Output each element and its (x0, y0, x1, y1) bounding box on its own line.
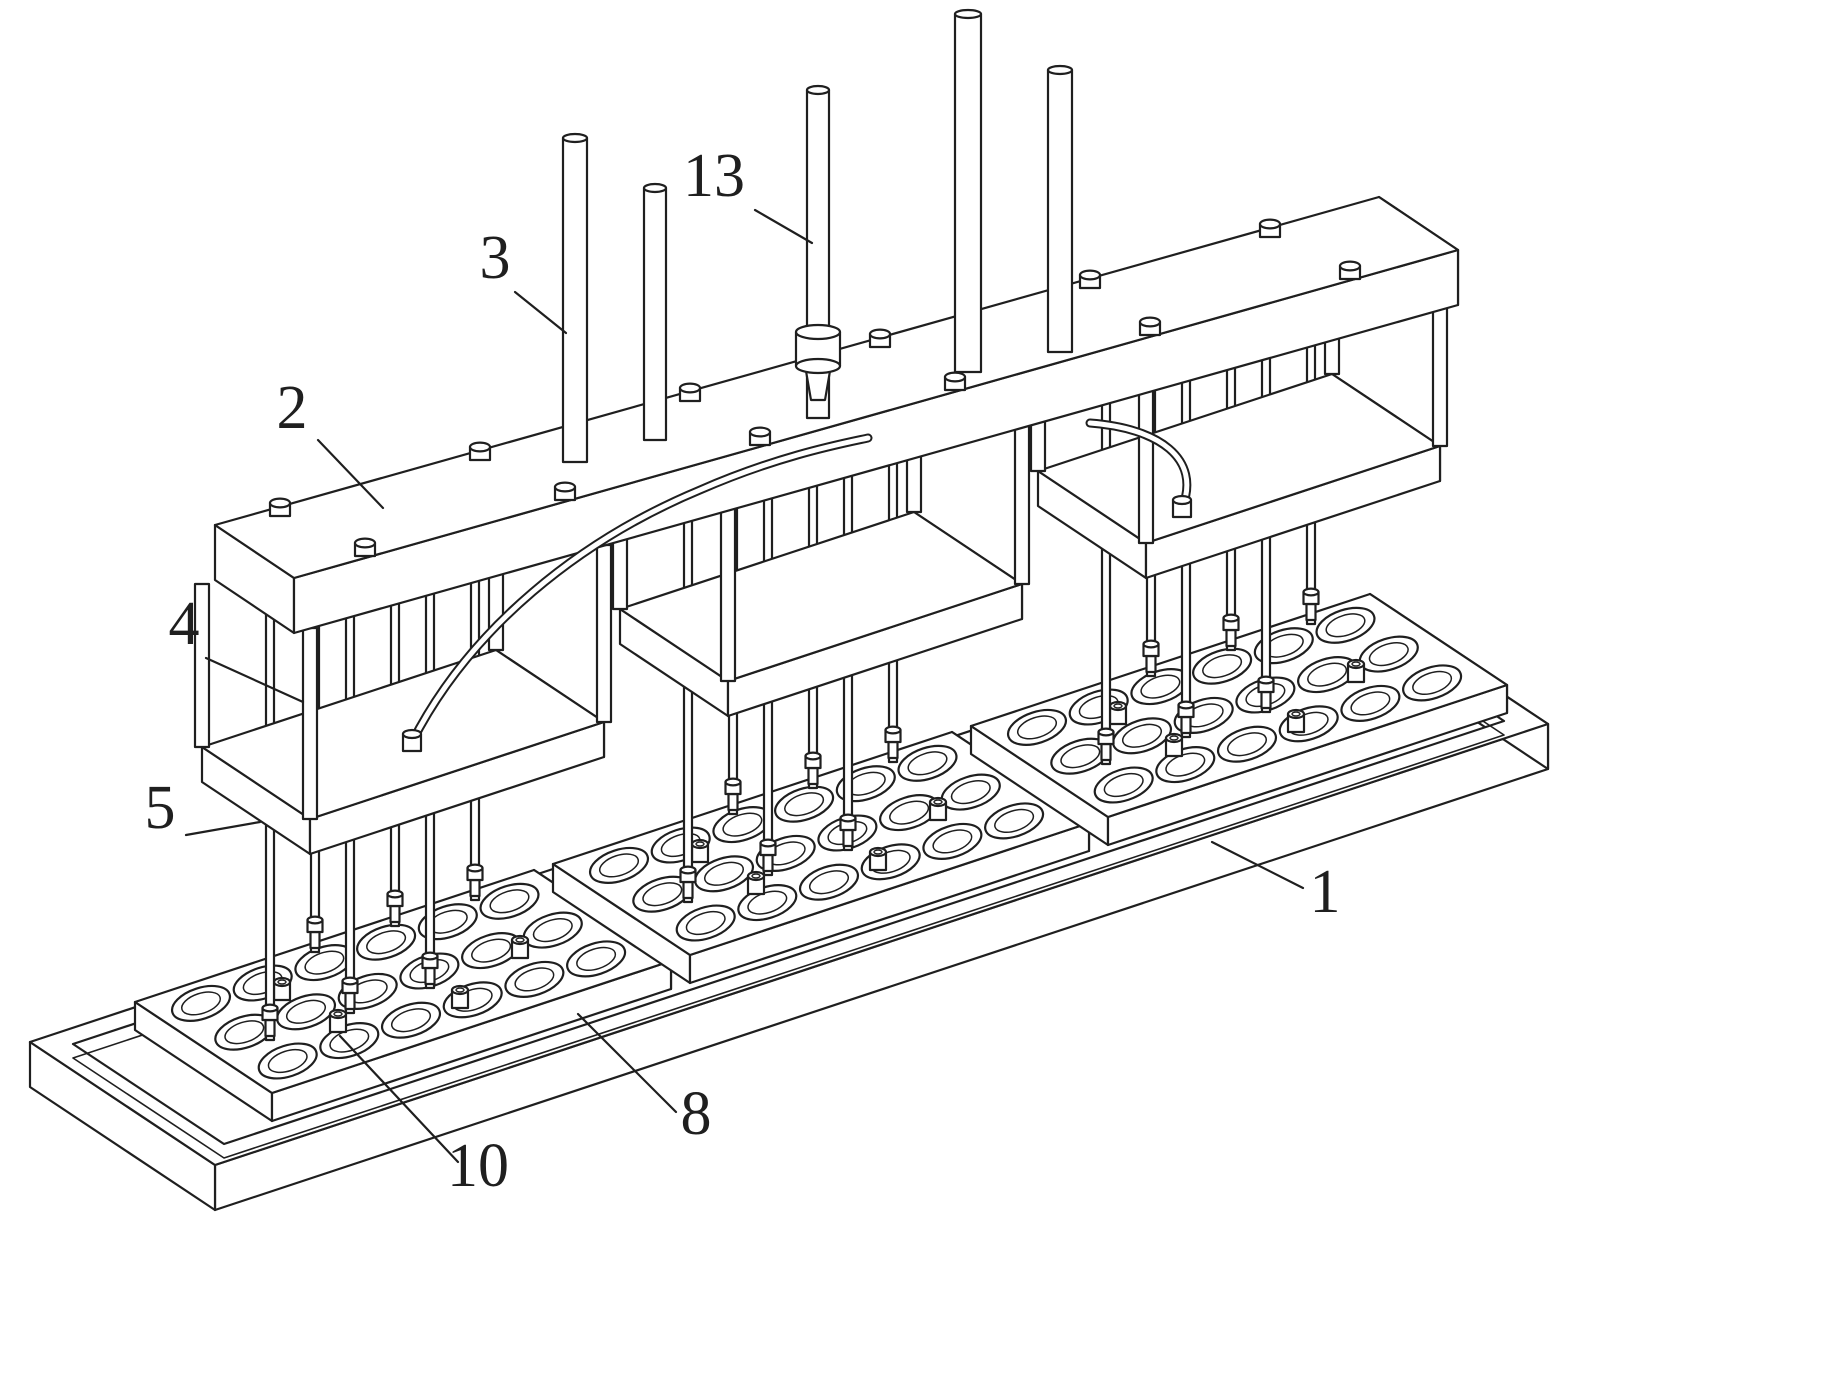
spray-plugs (272, 658, 1366, 1034)
rod-nozzles (261, 587, 1320, 1038)
upper-rods (561, 8, 1074, 464)
label-1-text: 1 (1310, 858, 1341, 926)
label-4-text: 4 (169, 590, 200, 658)
label-4: 4 (169, 590, 305, 704)
label-5: 5 (145, 774, 262, 842)
label-1: 1 (1210, 840, 1341, 926)
leader-line-4 (204, 656, 305, 704)
reference-labels: 2 3 13 4 5 1 8 (145, 142, 1341, 1200)
label-2: 2 (277, 374, 385, 510)
label-2-text: 2 (277, 374, 308, 442)
connecting-hoses (401, 418, 1193, 753)
label-13: 13 (683, 142, 814, 245)
label-8: 8 (576, 1012, 712, 1148)
label-5-text: 5 (145, 774, 176, 842)
label-3: 3 (480, 224, 568, 335)
label-8-text: 8 (681, 1080, 712, 1148)
label-10: 10 (338, 1034, 509, 1200)
top-beam (213, 195, 1460, 635)
leader-line-3 (513, 290, 568, 335)
leader-line-5 (184, 820, 262, 837)
label-10-text: 10 (447, 1132, 509, 1200)
leader-line-2 (316, 438, 385, 510)
label-3-text: 3 (480, 224, 511, 292)
label-13-text: 13 (683, 142, 745, 210)
leader-line-1 (1210, 840, 1305, 890)
leader-line-13 (753, 208, 814, 245)
beam-bolts (268, 218, 1362, 558)
leader-line-8 (576, 1012, 678, 1114)
leader-line-10 (338, 1034, 460, 1164)
